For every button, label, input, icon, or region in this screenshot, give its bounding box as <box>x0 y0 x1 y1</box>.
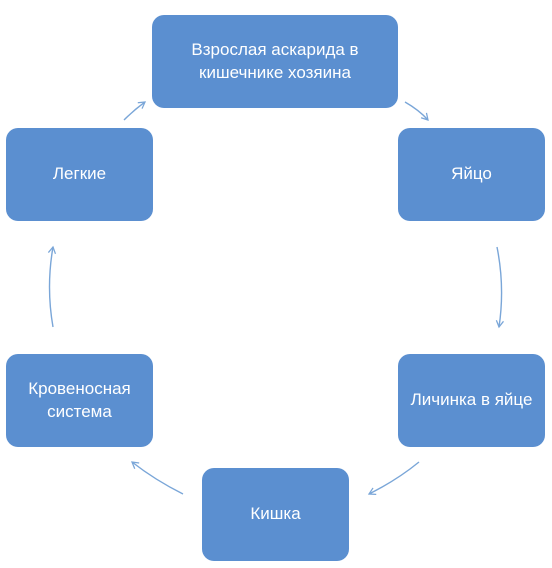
node-circulatory-system-label: Кровеносная система <box>28 378 131 421</box>
node-adult-roundworm-label: Взрослая аскарида в кишечнике хозяина <box>191 39 359 82</box>
node-lungs-label: Легкие <box>52 164 107 184</box>
arrow-egg-to-larva <box>495 246 504 329</box>
arrow-lungs-to-adult <box>123 101 147 121</box>
arrow-blood-to-lungs <box>47 245 57 328</box>
arrow-intestine-to-blood <box>130 461 184 495</box>
node-larva-in-egg: Личинка в яйце <box>398 354 545 447</box>
node-larva-in-egg-label: Личинка в яйце <box>410 390 533 410</box>
arrow-larva-to-intestine <box>367 461 420 496</box>
node-lungs: Легкие <box>6 128 153 221</box>
arrow-adult-to-egg <box>404 101 429 121</box>
node-adult-roundworm: Взрослая аскарида в кишечнике хозяина <box>152 15 398 108</box>
node-intestine-label: Кишка <box>250 504 301 524</box>
node-circulatory-system: Кровеносная система <box>6 354 153 447</box>
node-egg-label: Яйцо <box>451 164 492 184</box>
node-intestine: Кишка <box>202 468 349 561</box>
node-egg: Яйцо <box>398 128 545 221</box>
